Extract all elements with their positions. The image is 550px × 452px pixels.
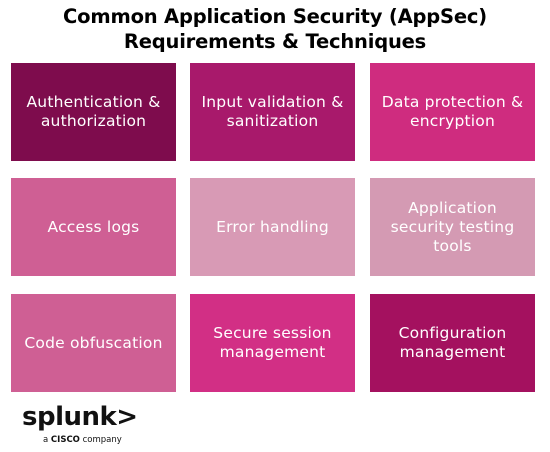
tile-code-obfuscation: Code obfuscation	[11, 294, 176, 392]
tile-label-line: Data protection &	[381, 93, 524, 111]
tile-label-line: Application	[408, 198, 497, 217]
tile-data-protection-encryption: Data protection & encryption	[370, 63, 535, 161]
tile-label-line: Authentication &	[26, 93, 161, 111]
tile-label-line: Configuration	[398, 324, 507, 342]
tile-authentication-authorization: Authentication & authorization	[11, 63, 176, 161]
tile-label-line: Error handling	[216, 217, 329, 236]
tile-label-line: security testing	[390, 217, 515, 236]
cisco-company-tagline: a CISCO company	[43, 435, 122, 445]
tile-label-line: management	[399, 343, 506, 361]
tile-application-security-testing-tools: Application security testing tools	[370, 178, 535, 276]
tile-configuration-management: Configuration management	[370, 294, 535, 392]
title-line-2: Requirements & Techniques	[123, 30, 427, 53]
tile-input-validation-sanitization: Input validation & sanitization	[190, 63, 355, 161]
requirements-grid: Authentication & authorization Input val…	[11, 63, 535, 392]
tile-label-line: Code obfuscation	[24, 333, 163, 352]
tile-label-line: sanitization	[226, 112, 319, 130]
title-line-1: Common Application Security (AppSec)	[63, 5, 487, 28]
tagline-prefix: a	[43, 435, 51, 445]
splunk-logo: splunk> a CISCO company	[22, 402, 138, 448]
tile-secure-session-management: Secure session management	[190, 294, 355, 392]
tile-label-line: authorization	[40, 112, 147, 130]
tile-error-handling: Error handling	[190, 178, 355, 276]
tile-label-line: encryption	[410, 112, 495, 130]
tile-label-line: Input validation &	[201, 93, 344, 111]
tile-label-line: Secure session	[213, 324, 332, 342]
tile-label-line: management	[219, 343, 326, 361]
page-title: Common Application Security (AppSec) Req…	[0, 4, 550, 54]
tagline-suffix: company	[79, 435, 122, 445]
tile-access-logs: Access logs	[11, 178, 176, 276]
tile-label-line: Access logs	[47, 217, 140, 236]
cisco-brand: CISCO	[50, 435, 80, 445]
splunk-wordmark: splunk>	[22, 402, 138, 432]
tile-label-line: tools	[433, 236, 472, 255]
